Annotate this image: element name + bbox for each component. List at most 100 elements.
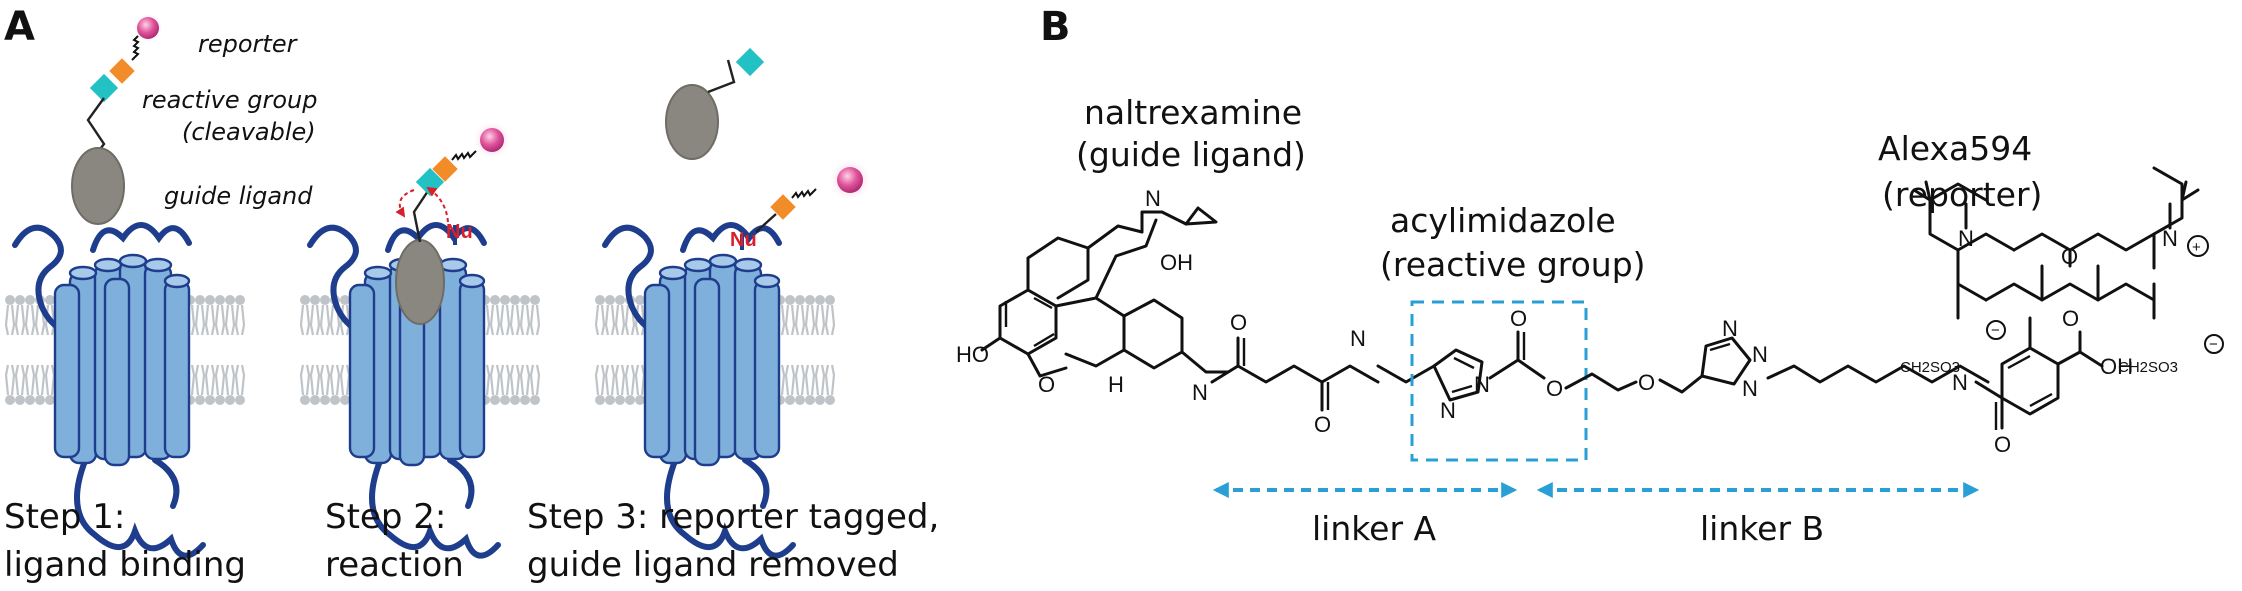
lipid-tail: [319, 304, 331, 336]
lipid-head: [205, 395, 215, 405]
lipid-tail: [329, 364, 341, 396]
legend-reporter-label: reporter: [198, 30, 299, 58]
lipid-head: [635, 395, 645, 405]
legend-reactive-group: reactive group (cleavable): [89, 58, 317, 146]
atom-oh: OH: [1160, 250, 1193, 275]
tag-orange-diamond-icon: [770, 194, 796, 220]
lipid-head: [195, 295, 205, 305]
lipid-head: [235, 395, 245, 405]
lipid-tail: [299, 364, 311, 396]
naltrexamine-title: naltrexamine: [1084, 93, 1302, 132]
lipid-head: [500, 395, 510, 405]
lipid-head: [490, 395, 500, 405]
lipid-head: [15, 295, 25, 305]
step-3-tag: Nu: [730, 160, 870, 251]
lipid-tail: [824, 364, 836, 396]
step-3-released: [665, 47, 765, 160]
lipid-tail: [614, 304, 626, 336]
lipid-head: [15, 395, 25, 405]
lipid-tail: [24, 364, 36, 396]
atom-nh-3: N: [1952, 370, 1968, 395]
lipid-head: [35, 395, 45, 405]
step-1-line-1: Step 1:: [4, 497, 125, 537]
reactive-teal-diamond-icon: [89, 73, 119, 103]
lipid-tail: [784, 304, 796, 336]
lipid-head: [215, 295, 225, 305]
lipid-head: [805, 395, 815, 405]
lipid-tail: [814, 364, 826, 396]
panel-label-b: B: [1040, 4, 1071, 50]
lipid-head: [45, 395, 55, 405]
lipid-tail: [309, 364, 321, 396]
lipid-head: [815, 395, 825, 405]
lipid-tail: [339, 364, 351, 396]
ligand-tether-icon: [86, 97, 106, 153]
step-3-caption: Step 3: reporter tagged, guide ligand re…: [527, 497, 939, 585]
released-guide-ligand-icon: [665, 84, 719, 160]
lipid-tail: [594, 364, 606, 396]
lipid-tail: [509, 304, 521, 336]
lipid-tail: [204, 364, 216, 396]
lipid-tail: [614, 364, 626, 396]
lipid-tail: [14, 364, 26, 396]
lipid-head: [300, 295, 310, 305]
linker-b-chain: O N N N N O: [1638, 316, 2011, 457]
lipid-tail: [634, 364, 646, 396]
lipid-head: [795, 395, 805, 405]
acylimidazole-subtitle: (reactive group): [1380, 245, 1646, 284]
lipid-head: [815, 295, 825, 305]
atom-ch2so3-right: CH2SO3: [2118, 359, 2178, 376]
naltrexamine-subtitle: (guide ligand): [1076, 135, 1306, 174]
reporter-linker-icon: [131, 35, 140, 61]
step-2-line-2: reaction: [325, 545, 464, 585]
lipid-head: [785, 395, 795, 405]
lipid-tail: [234, 364, 246, 396]
lipid-head: [635, 295, 645, 305]
lipid-tail: [529, 364, 541, 396]
atom-o-amide-3: O: [1994, 432, 2011, 457]
released-tether-icon: [707, 59, 736, 94]
lipid-tail: [34, 364, 46, 396]
lipid-tail: [624, 364, 636, 396]
atom-n-imid-2: N: [1440, 398, 1456, 423]
lipid-head: [825, 295, 835, 305]
lipid-head: [625, 395, 635, 405]
lipid-tail: [784, 364, 796, 396]
atom-oh-acid: OH: [2100, 354, 2133, 379]
bound-reporter-sphere-icon: [480, 128, 504, 152]
nucleophile-label-step-3: Nu: [730, 229, 757, 251]
lipid-tail: [214, 364, 226, 396]
lipid-head: [520, 295, 530, 305]
lipid-tail: [204, 304, 216, 336]
lipid-head: [25, 395, 35, 405]
attack-arrow-icon: [426, 186, 449, 223]
lipid-head: [510, 395, 520, 405]
lipid-head: [500, 295, 510, 305]
lipid-head: [320, 395, 330, 405]
lipid-head: [235, 295, 245, 305]
lipid-tail: [214, 304, 226, 336]
step-1-line-2: ligand binding: [4, 545, 246, 585]
atom-n-tri-2: N: [1752, 342, 1768, 367]
lipid-tail: [4, 304, 16, 336]
atom-o-xanthene: O: [2061, 244, 2078, 269]
lipid-head: [340, 295, 350, 305]
linker-b-label: linker B: [1700, 509, 1824, 548]
alexa-subtitle: (reporter): [1882, 175, 2042, 214]
lipid-tail: [794, 364, 806, 396]
lipid-head: [595, 395, 605, 405]
lipid-head: [605, 295, 615, 305]
released-teal-diamond-icon: [735, 47, 765, 77]
reporter-sphere-icon: [137, 17, 159, 39]
atom-nh-1: N: [1192, 380, 1208, 405]
svg-text:−: −: [1991, 322, 2000, 339]
lipid-head: [25, 295, 35, 305]
atom-ch2so3-left: CH2SO3: [1900, 359, 1960, 376]
lipid-tail: [804, 364, 816, 396]
lipid-tail: [224, 304, 236, 336]
lipid-tail: [804, 304, 816, 336]
atom-n-imid-1: N: [1474, 372, 1490, 397]
lipid-head: [225, 295, 235, 305]
atom-o-acid: O: [2062, 306, 2079, 331]
lipid-tail: [499, 304, 511, 336]
